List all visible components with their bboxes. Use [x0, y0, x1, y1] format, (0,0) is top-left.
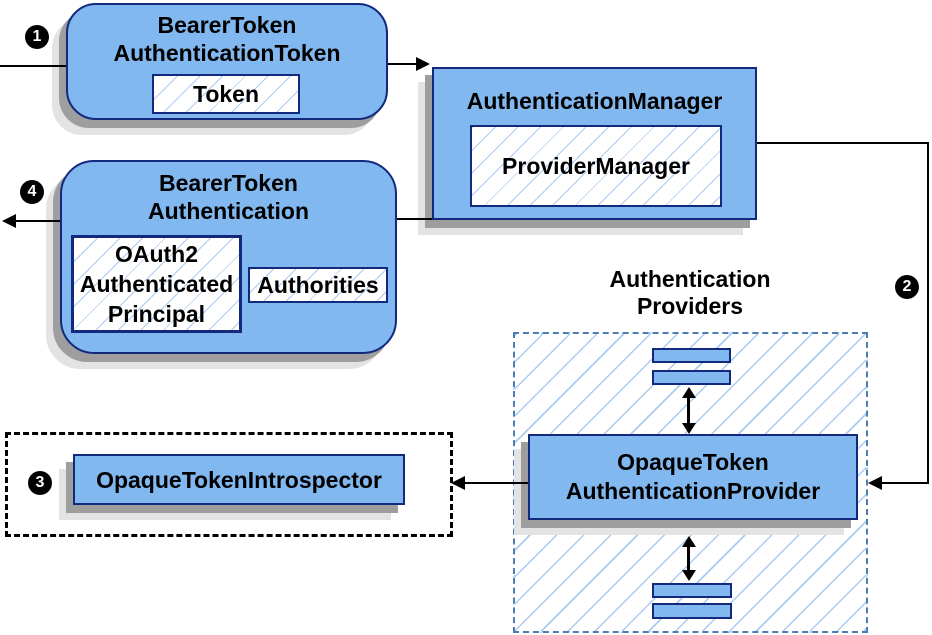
field-token-label: Token [192, 81, 260, 107]
field-provider-manager: ProviderManager [470, 125, 722, 207]
step-marker-1: 1 [25, 25, 49, 49]
field-principal-line: OAuth2 [114, 241, 199, 267]
node-title-line: OpaqueTokenIntrospector [96, 466, 382, 493]
arrowhead-left-icon [2, 214, 16, 228]
authentication-providers-label-line: Authentication [609, 266, 771, 292]
node-title-line: Authentication [148, 198, 309, 224]
provider-placeholder-bar [652, 370, 731, 385]
connector-manager-to-providers-vertical [927, 142, 929, 484]
step-marker-3: 3 [28, 471, 52, 495]
field-principal-line: Authenticated [79, 271, 234, 297]
arrowhead-up-icon [682, 387, 696, 398]
connector-provider-to-introspector [464, 482, 528, 484]
connector-token-to-manager [388, 63, 418, 65]
arrowhead-right-icon [416, 57, 430, 71]
authentication-providers-label: Authentication Providers [575, 266, 805, 320]
field-authorities: Authorities [248, 267, 388, 303]
connector-provider-bars-bottom [687, 545, 690, 573]
step-marker-2: 2 [895, 275, 919, 299]
field-token: Token [152, 74, 300, 114]
field-oauth2-authenticated-principal: OAuth2 Authenticated Principal [71, 235, 242, 333]
connector-manager-to-authentication [397, 218, 432, 220]
provider-placeholder-bar [652, 348, 731, 363]
opaque-token-introspector-container: OpaqueTokenIntrospector [5, 432, 453, 537]
connector-entry-line [0, 65, 66, 67]
node-title-line: AuthenticationToken [113, 40, 341, 66]
node-opaque-token-authentication-provider: OpaqueToken AuthenticationProvider [528, 434, 858, 520]
node-bearer-token-authentication: BearerToken Authentication OAuth2 Authen… [60, 160, 397, 354]
arrowhead-down-icon [682, 570, 696, 581]
node-title-line: AuthenticationManager [466, 88, 723, 114]
field-principal-line: Principal [107, 301, 206, 327]
arrowhead-left-icon [451, 476, 465, 490]
field-provider-manager-label: ProviderManager [502, 153, 690, 179]
provider-placeholder-bar [652, 603, 732, 619]
arrowhead-down-icon [682, 423, 696, 434]
arrowhead-left-icon [868, 476, 882, 490]
node-title-line: OpaqueToken [617, 449, 769, 475]
field-authorities-label: Authorities [257, 272, 379, 298]
connector-bars-provider-top [687, 396, 690, 426]
node-title-line: BearerToken [157, 12, 297, 38]
arrowhead-up-icon [682, 536, 696, 547]
provider-placeholder-bar [652, 583, 732, 598]
node-opaque-token-introspector: OpaqueTokenIntrospector [73, 454, 405, 505]
node-title-line: BearerToken [159, 170, 298, 196]
connector-manager-to-providers-top [757, 142, 929, 144]
node-bearer-token-authentication-token: BearerToken AuthenticationToken Token [66, 3, 388, 120]
node-title-line: AuthenticationProvider [565, 478, 821, 504]
connector-manager-to-providers-bottom [880, 482, 929, 484]
step-marker-4: 4 [20, 180, 44, 204]
node-authentication-manager: AuthenticationManager ProviderManager [432, 67, 757, 220]
authentication-providers-label-line: Providers [636, 293, 744, 319]
authentication-providers-container: OpaqueToken AuthenticationProvider [513, 332, 868, 633]
connector-authentication-out [15, 220, 60, 222]
